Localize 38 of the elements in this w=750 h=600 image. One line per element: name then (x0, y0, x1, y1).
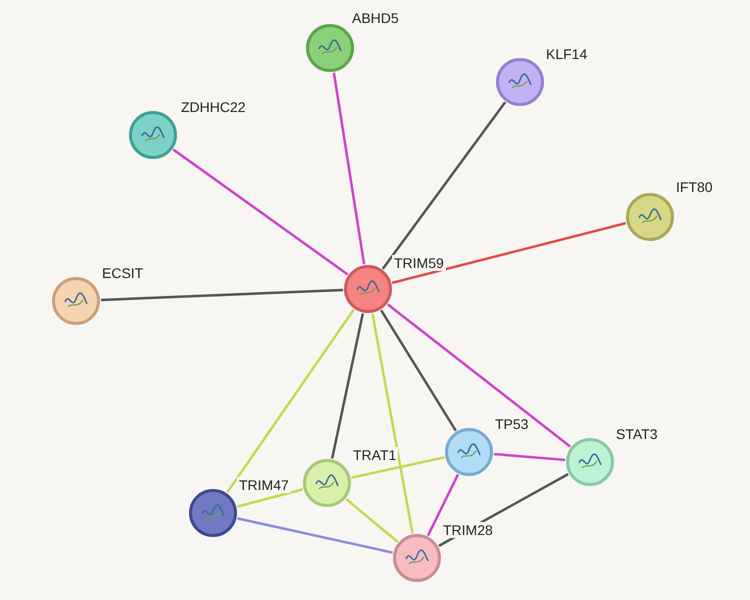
protein-label: TRIM28 (441, 522, 495, 538)
protein-node (626, 193, 674, 241)
interaction-line (392, 222, 626, 284)
interaction-line (494, 452, 566, 462)
protein-node (445, 428, 493, 476)
protein-label: TP53 (493, 416, 530, 432)
protein-label: TRIM47 (237, 477, 291, 493)
protein-node (566, 438, 614, 486)
interaction-line (226, 308, 355, 494)
protein-label: KLF14 (544, 46, 590, 62)
protein-label: STAT3 (614, 426, 660, 442)
protein-label: ABHD5 (350, 10, 401, 26)
interaction-line (371, 313, 414, 534)
interaction-line (237, 517, 393, 554)
interaction-line (345, 498, 399, 543)
protein-label: IFT80 (674, 179, 715, 195)
protein-label: TRIM59 (392, 255, 446, 271)
protein-node (393, 534, 441, 582)
interaction-line (236, 488, 304, 508)
protein-node (189, 489, 237, 537)
interaction-line (351, 456, 445, 479)
interaction-line (426, 474, 460, 536)
protein-node (303, 459, 351, 507)
protein-node (306, 24, 354, 72)
protein-label: TRAT1 (351, 447, 398, 463)
protein-node (496, 58, 544, 106)
interaction-line (386, 303, 572, 448)
interaction-line (100, 288, 344, 302)
protein-label: ECSIT (100, 265, 146, 281)
interaction-line (380, 310, 457, 432)
protein-label: ZDHHC22 (179, 99, 248, 115)
interaction-line (382, 101, 506, 270)
interaction-line (172, 148, 348, 276)
interaction-line (332, 72, 366, 264)
interaction-line (330, 313, 364, 459)
protein-node (52, 277, 100, 325)
protein-node (344, 265, 392, 313)
protein-node (129, 111, 177, 159)
